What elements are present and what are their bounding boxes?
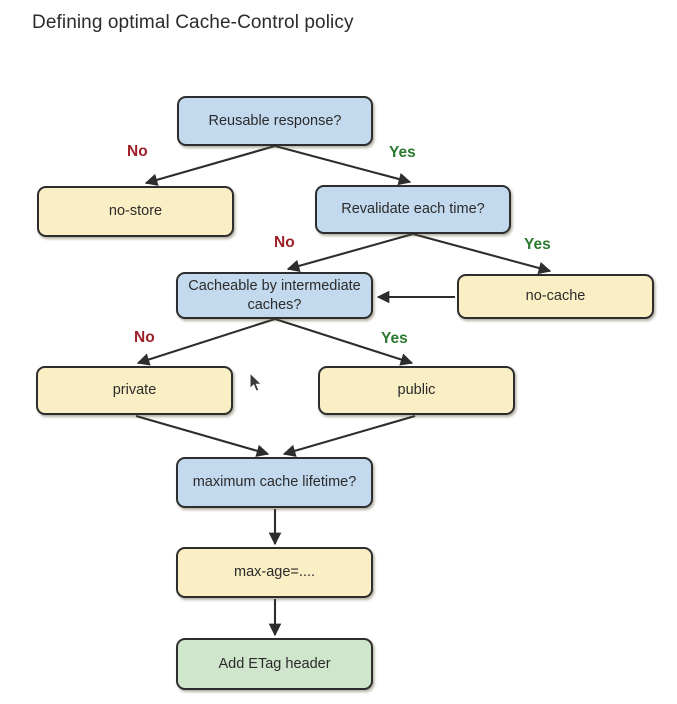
node-label: public xyxy=(397,382,436,399)
node-public[interactable]: public xyxy=(318,366,515,415)
edge-reusable-to-no-store xyxy=(144,144,276,186)
node-maximum-cache-lifetime[interactable]: maximum cache lifetime? xyxy=(176,457,373,508)
edge-revalidate-to-cacheable xyxy=(286,232,414,273)
mouse-cursor-icon xyxy=(249,372,263,392)
edge-label-no-revalidate: No xyxy=(274,234,295,251)
node-label: Add ETag header xyxy=(218,655,331,672)
node-cacheable-by-intermediate-caches[interactable]: Cacheable by intermediate caches? xyxy=(176,272,373,319)
page-title: Defining optimal Cache-Control policy xyxy=(32,12,354,33)
edge-label-yes-cacheable: Yes xyxy=(381,330,408,347)
node-revalidate-each-time[interactable]: Revalidate each time? xyxy=(315,185,511,234)
node-no-cache[interactable]: no-cache xyxy=(457,274,654,319)
node-add-etag-header[interactable]: Add ETag header xyxy=(176,638,373,690)
edge-public-to-max-lifetime xyxy=(282,414,416,457)
node-no-store[interactable]: no-store xyxy=(37,186,234,237)
node-label: Revalidate each time? xyxy=(341,201,485,218)
node-label: max-age=.... xyxy=(234,564,315,581)
node-label: no-cache xyxy=(525,288,586,305)
node-max-age[interactable]: max-age=.... xyxy=(176,547,373,598)
edge-label-no-cacheable: No xyxy=(134,329,155,346)
node-label: Reusable response? xyxy=(208,112,342,129)
node-label: no-store xyxy=(108,203,163,220)
node-reusable-response[interactable]: Reusable response? xyxy=(177,96,373,146)
edge-label-yes-revalidate: Yes xyxy=(524,236,551,253)
edge-label-no-reusable: No xyxy=(127,143,148,160)
edge-cacheable-to-private xyxy=(136,318,276,366)
node-label: maximum cache lifetime? xyxy=(192,474,357,491)
node-label: private xyxy=(112,382,157,399)
node-label: Cacheable by intermediate caches? xyxy=(188,278,361,313)
edge-label-yes-reusable: Yes xyxy=(389,144,416,161)
node-private[interactable]: private xyxy=(36,366,233,415)
edge-private-to-max-lifetime xyxy=(135,414,270,457)
